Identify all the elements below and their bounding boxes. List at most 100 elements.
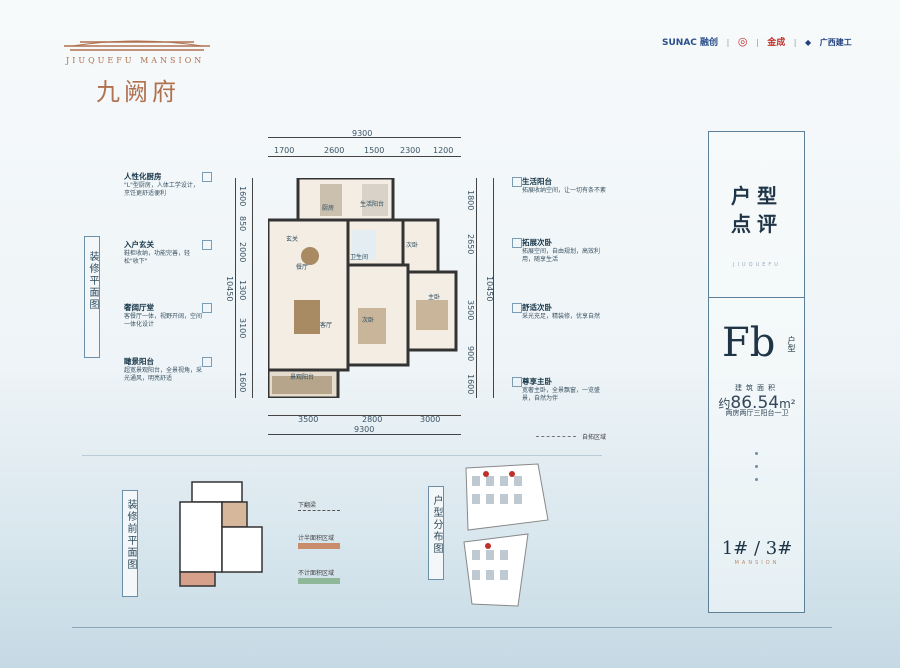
top-dimension-line bbox=[268, 137, 461, 138]
area-label: 建筑面积 bbox=[735, 384, 779, 392]
callout-entry: 入户玄关 鞋柜收纳，功能完善，轻松"收下" bbox=[124, 240, 204, 266]
room-bed2: 次卧 bbox=[362, 317, 375, 324]
area-unit: m² bbox=[779, 397, 796, 411]
callout-text: "L"型厨房，人体工学设计，烹饪更舒适便利 bbox=[124, 182, 199, 198]
callout-text: 拓展空间，自由规划，高效利用，随享生活 bbox=[522, 248, 601, 264]
callout-text: 拓展收纳空间，让一切有条不紊 bbox=[522, 187, 607, 195]
bottom-seg-dim: 3000 bbox=[420, 415, 441, 424]
brand-en: JIUQUEFU MANSION bbox=[66, 56, 205, 65]
callout-kitchen: 人性化厨房 "L"型厨房，人体工学设计，烹饪更舒适便利 bbox=[124, 172, 204, 198]
legend-beam-swatch bbox=[298, 510, 340, 511]
bottom-dimension-line bbox=[268, 434, 461, 435]
callout-marker bbox=[512, 177, 522, 187]
callout-hall: 奢阔厅堂 客餐厅一体，视野开阔，空间一体化设计 bbox=[124, 303, 204, 329]
callout-master: 尊享主卧 宽奢主卧，全景飘窗，一览盛景，自然为伴 bbox=[522, 377, 606, 403]
decorated-plan-label: 装修平面图 bbox=[87, 251, 98, 311]
callout-title: 拓展次卧 bbox=[522, 238, 552, 247]
callout-title: 人性化厨房 bbox=[124, 172, 162, 181]
callout-marker bbox=[202, 240, 212, 250]
self-area-line bbox=[536, 436, 576, 437]
right-total-dim: 10450 bbox=[485, 276, 494, 302]
callout-title: 生活阳台 bbox=[522, 177, 552, 186]
pre-plan-label: 装修前平面图 bbox=[125, 499, 136, 571]
callout-marker bbox=[512, 377, 522, 387]
callout-title: 尊享主卧 bbox=[522, 377, 552, 386]
room-view-balcony: 景观阳台 bbox=[290, 374, 315, 381]
top-segment-line bbox=[268, 156, 461, 157]
pre-plan-drawing bbox=[179, 481, 263, 587]
callout-text: 采光充足，精装修，优享自然 bbox=[522, 313, 601, 321]
left-seg-dim: 850 bbox=[238, 216, 247, 232]
sponsor-guangxi: 广西建工 bbox=[819, 38, 852, 47]
distribution-label: 户型分布图 bbox=[431, 495, 442, 555]
callout-marker bbox=[202, 172, 212, 182]
top-seg-dim: 2300 bbox=[400, 146, 421, 155]
sponsor-sep: | bbox=[755, 38, 759, 47]
right-segment-line bbox=[476, 178, 477, 398]
right-seg-dim: 1600 bbox=[466, 374, 475, 395]
left-seg-dim: 3100 bbox=[238, 318, 247, 339]
layout-desc: 两房两厅三阳台一卫 bbox=[725, 409, 789, 417]
legend-uncounted: 不计面积区域 bbox=[298, 570, 335, 577]
building-sub: MANSION bbox=[734, 560, 780, 566]
bottom-segment-line bbox=[268, 415, 461, 416]
room-dining: 餐厅 bbox=[296, 264, 309, 271]
floor-plan bbox=[268, 178, 458, 398]
bottom-section-rule bbox=[82, 455, 602, 456]
callout-title: 奢阔厅堂 bbox=[124, 303, 154, 312]
callout-marker bbox=[202, 303, 212, 313]
callout-title: 瞰景阳台 bbox=[124, 357, 154, 366]
unit-type: Fb bbox=[722, 320, 776, 366]
bottom-rule bbox=[72, 627, 832, 628]
callout-comfy-bed: 舒适次卧 采光充足，精装修，优享自然 bbox=[522, 303, 606, 321]
room-master: 主卧 bbox=[428, 294, 441, 301]
callout-title: 舒适次卧 bbox=[522, 303, 552, 312]
area-value: 约86.54m² bbox=[712, 393, 802, 413]
pre-plan-scroll: 装修前平面图 bbox=[122, 490, 138, 597]
sponsor-jincheng: 金成 bbox=[767, 38, 786, 48]
left-seg-dim: 2000 bbox=[238, 242, 247, 263]
callout-marker bbox=[512, 238, 522, 248]
callout-marker bbox=[202, 357, 212, 367]
brand-cn: 九阙府 bbox=[96, 78, 180, 106]
room-living: 客厅 bbox=[320, 322, 333, 329]
callout-text: 宽奢主卧，全景飘窗，一览盛景，自然为伴 bbox=[522, 387, 601, 403]
bottom-total-dim: 9300 bbox=[354, 425, 375, 434]
panel-divider bbox=[709, 297, 804, 298]
self-area-label: 自拓区域 bbox=[582, 434, 607, 441]
review-panel bbox=[708, 131, 805, 613]
top-seg-dim: 1500 bbox=[364, 146, 385, 155]
room-life-balcony: 生活阳台 bbox=[360, 201, 385, 208]
site-map bbox=[463, 463, 549, 607]
bottom-seg-dim: 2800 bbox=[362, 415, 383, 424]
area-number: 86.54 bbox=[730, 393, 780, 413]
legend-beam: 下翻梁 bbox=[298, 502, 317, 509]
left-total-dim: 10450 bbox=[225, 276, 234, 302]
decorated-plan-scroll: 装修平面图 bbox=[84, 236, 100, 358]
room-second-bed: 次卧 bbox=[406, 242, 419, 249]
sponsor-seal-icon: ◎ bbox=[737, 35, 748, 48]
review-title: 户型 点评 bbox=[712, 182, 802, 238]
left-seg-dim: 1600 bbox=[238, 186, 247, 207]
left-seg-dim: 1300 bbox=[238, 280, 247, 301]
top-seg-dim: 1200 bbox=[433, 146, 454, 155]
callout-marker bbox=[512, 303, 522, 313]
logo-gate-icon bbox=[64, 40, 210, 51]
bottom-seg-dim: 3500 bbox=[298, 415, 319, 424]
right-seg-dim: 900 bbox=[466, 346, 475, 362]
legend-uncounted-swatch bbox=[298, 578, 340, 584]
left-segment-line bbox=[252, 178, 253, 398]
callout-view-balcony: 瞰景阳台 超宽景观阳台，全景视角，采光通风，明亮舒适 bbox=[124, 357, 204, 383]
sponsor-sunac: SUNAC 融创 bbox=[662, 38, 719, 48]
top-seg-dim: 1700 bbox=[274, 146, 295, 155]
area-prefix: 约 bbox=[718, 397, 731, 411]
callout-life-balcony: 生活阳台 拓展收纳空间，让一切有条不紊 bbox=[522, 177, 606, 195]
sponsor-gx-icon: ◆ bbox=[805, 38, 812, 47]
distribution-scroll: 户型分布图 bbox=[428, 486, 444, 580]
decor-dots bbox=[755, 452, 759, 481]
right-seg-dim: 2650 bbox=[466, 234, 475, 255]
sponsor-sep: | bbox=[793, 38, 797, 47]
review-sub: JIUQUEFU bbox=[733, 262, 781, 268]
top-seg-dim: 2600 bbox=[324, 146, 345, 155]
callout-title: 入户玄关 bbox=[124, 240, 154, 249]
